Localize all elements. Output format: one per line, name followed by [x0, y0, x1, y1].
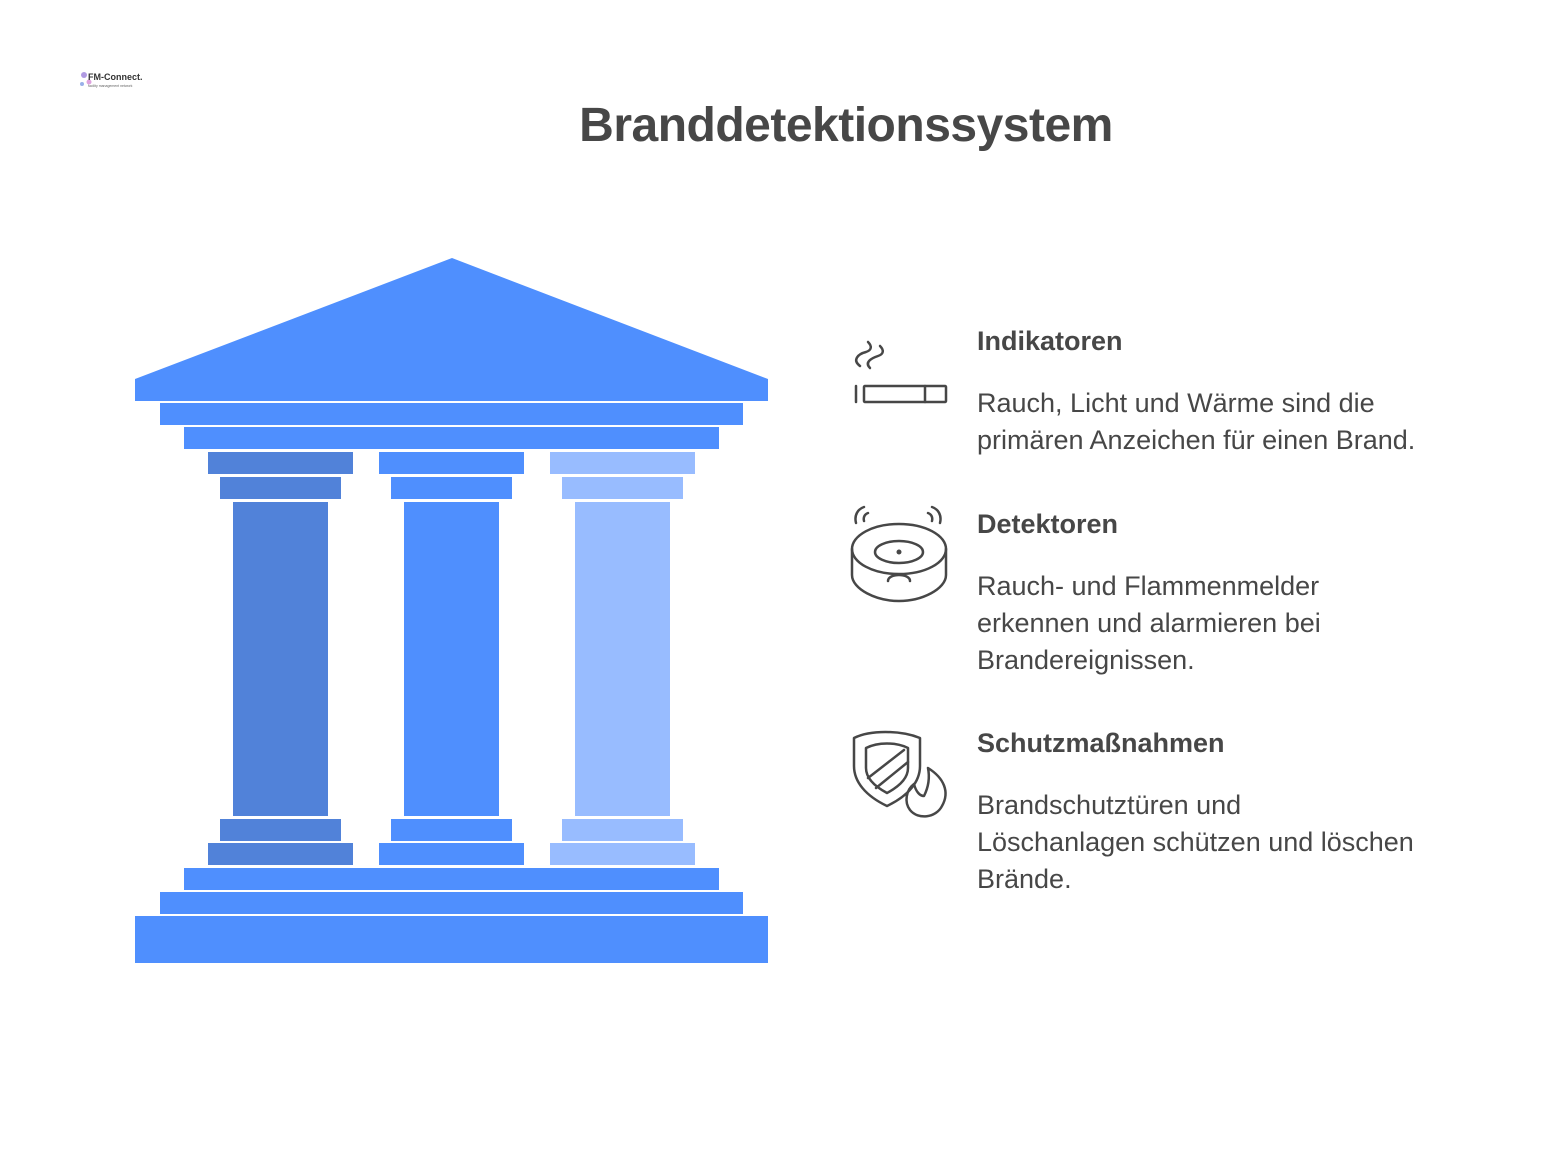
item-text-detektoren: Rauch- und Flammenmelder erkennen und al…: [977, 568, 1517, 679]
roof-step-2: [184, 427, 719, 449]
item-title-detektoren: Detektoren: [977, 509, 1119, 539]
item-text-line: erkennen und alarmieren bei: [977, 608, 1321, 638]
logo-tagline: facility management network: [88, 84, 133, 88]
item-title-indikatoren: Indikatoren: [977, 326, 1123, 356]
pillar-3-shaft: [575, 502, 670, 816]
item-text-line: primären Anzeichen für einen Brand.: [977, 425, 1416, 455]
temple-diagram: [135, 258, 768, 963]
temple-roof: [135, 258, 768, 401]
pillar-2-base-bottom: [379, 843, 524, 865]
pillar-3-base-bottom: [550, 843, 695, 865]
pillar-1-shaft: [233, 502, 328, 816]
logo: FM-Connect.com facility management netwo…: [80, 72, 142, 88]
smoke-detector-icon: [850, 505, 948, 603]
roof-step-1: [160, 403, 743, 425]
pillar-3: [550, 452, 695, 865]
shield-fire-icon: [852, 730, 947, 818]
pillar-3-base-top: [562, 819, 683, 841]
pillar-1-capital-top: [208, 452, 353, 474]
pillar-1-base-top: [220, 819, 341, 841]
base-step-2: [160, 892, 743, 914]
pillar-2-capital-top: [379, 452, 524, 474]
item-text-line: Rauch, Licht und Wärme sind die: [977, 388, 1375, 418]
item-text-line: Rauch- und Flammenmelder: [977, 571, 1320, 601]
logo-text: FM-Connect.com: [88, 72, 142, 82]
pillar-2: [379, 452, 524, 865]
item-text-schutzmassnahmen: Brandschutztüren und Löschanlagen schütz…: [977, 787, 1517, 898]
item-text-indikatoren: Rauch, Licht und Wärme sind die primären…: [977, 385, 1517, 459]
pillar-1-capital-bottom: [220, 477, 341, 499]
item-text-line: Brände.: [977, 864, 1072, 894]
page-title: Branddetektionssystem: [579, 99, 1113, 152]
item-text-line: Löschanlagen schützen und löschen: [977, 827, 1414, 857]
item-title-schutzmassnahmen: Schutzmaßnahmen: [977, 728, 1225, 758]
cigarette-smoke-icon: [854, 340, 948, 404]
pillar-2-capital-bottom: [391, 477, 512, 499]
pillar-3-capital-bottom: [562, 477, 683, 499]
pillar-3-capital-top: [550, 452, 695, 474]
pillar-1: [208, 452, 353, 865]
item-text-line: Brandereignissen.: [977, 645, 1195, 675]
pillar-2-shaft: [404, 502, 499, 816]
base-step-3: [135, 916, 768, 963]
pillar-1-base-bottom: [208, 843, 353, 865]
item-text-line: Brandschutztüren und: [977, 790, 1242, 820]
pillar-2-base-top: [391, 819, 512, 841]
base-step-1: [184, 868, 719, 890]
